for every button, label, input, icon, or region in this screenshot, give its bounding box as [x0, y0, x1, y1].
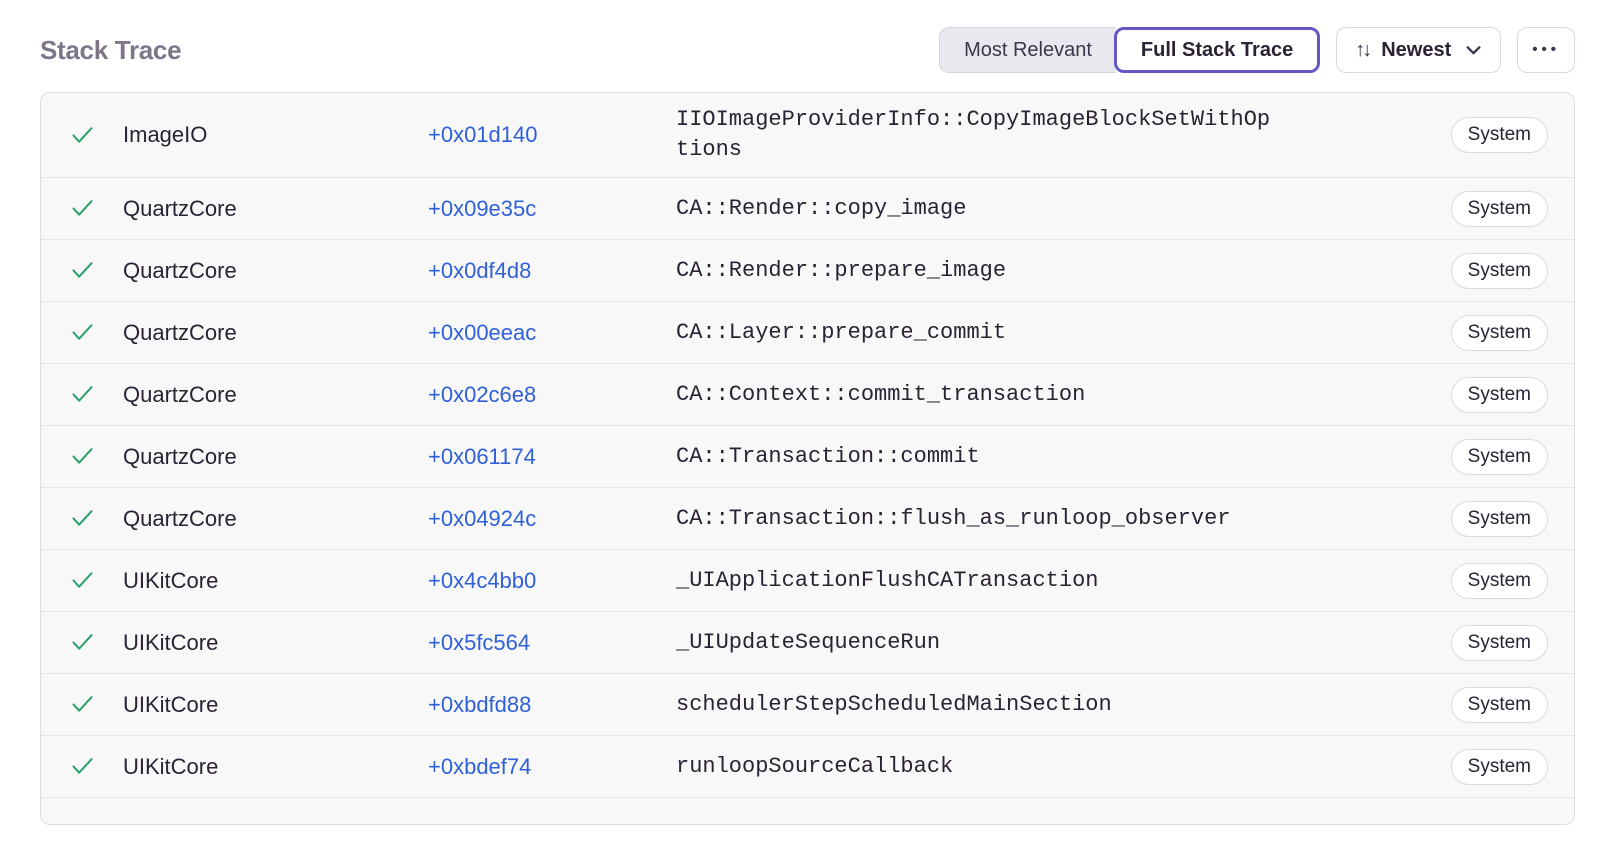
- badge-wrap: System: [1450, 624, 1574, 661]
- sort-newest-dropdown[interactable]: ↑↓ Newest: [1336, 27, 1502, 73]
- stack-trace-table: ImageIO +0x01d140 IIOImageProviderInfo::…: [40, 92, 1575, 825]
- frame-address-link[interactable]: +0x061174: [428, 443, 536, 469]
- badge-wrap: System: [1450, 500, 1574, 537]
- frame-function: IIOImageProviderInfo::CopyImageBlockSetW…: [676, 107, 1271, 162]
- stack-frame-row[interactable]: UIKitCore +0xbdfd88 schedulerStepSchedul…: [41, 674, 1574, 736]
- check-icon: [41, 443, 123, 470]
- stack-frame-row[interactable]: UIKitCore +0x4c4bb0 _UIApplicationFlushC…: [41, 550, 1574, 612]
- check-icon: [41, 753, 123, 780]
- frame-function: runloopSourceCallback: [676, 753, 954, 779]
- frame-module: UIKitCore: [123, 753, 219, 779]
- system-badge: System: [1450, 686, 1548, 723]
- check-icon: [41, 257, 123, 284]
- frame-module: QuartzCore: [123, 381, 237, 407]
- check-icon: [41, 319, 123, 346]
- check-icon: [41, 629, 123, 656]
- check-icon: [41, 567, 123, 594]
- badge-wrap: System: [1450, 686, 1574, 723]
- stack-frame-row[interactable]: QuartzCore +0x061174 CA::Transaction::co…: [41, 426, 1574, 488]
- most-relevant-button[interactable]: Most Relevant: [939, 27, 1116, 73]
- frame-address-link[interactable]: +0x01d140: [428, 122, 538, 147]
- check-icon: [41, 505, 123, 532]
- stack-frame-row[interactable]: QuartzCore +0x00eeac CA::Layer::prepare_…: [41, 302, 1574, 364]
- check-icon: [41, 122, 123, 149]
- frame-address-link[interactable]: +0x04924c: [428, 505, 537, 531]
- badge-wrap: System: [1450, 252, 1574, 289]
- system-badge: System: [1450, 624, 1548, 661]
- frame-function: _UIApplicationFlushCATransaction: [676, 567, 1099, 593]
- badge-wrap: System: [1450, 376, 1574, 413]
- system-badge: System: [1450, 376, 1548, 413]
- stack-trace-header: Stack Trace Most Relevant Full Stack Tra…: [40, 27, 1575, 73]
- full-stack-trace-button[interactable]: Full Stack Trace: [1113, 27, 1321, 73]
- stack-frame-row[interactable]: QuartzCore +0x04924c CA::Transaction::fl…: [41, 488, 1574, 550]
- frame-address-link[interactable]: +0xbdef74: [428, 753, 532, 779]
- sort-label: Newest: [1381, 38, 1452, 61]
- badge-wrap: System: [1450, 438, 1574, 475]
- system-badge: System: [1450, 190, 1548, 227]
- frame-address-link[interactable]: +0x00eeac: [428, 319, 537, 345]
- stack-frame-row[interactable]: QuartzCore +0x0df4d8 CA::Render::prepare…: [41, 240, 1574, 302]
- ellipsis-icon: •••: [1532, 40, 1560, 58]
- system-badge: System: [1450, 314, 1548, 351]
- stack-frame-row[interactable]: ImageIO +0x01d140 IIOImageProviderInfo::…: [41, 93, 1574, 178]
- frame-function: CA::Transaction::commit: [676, 443, 980, 469]
- stack-frame-row[interactable]: QuartzCore +0x09e35c CA::Render::copy_im…: [41, 178, 1574, 240]
- system-badge: System: [1450, 748, 1548, 785]
- system-badge: System: [1450, 562, 1548, 599]
- frame-module: QuartzCore: [123, 257, 237, 283]
- stack-frame-row[interactable]: UIKitCore +0xbdef74 runloopSourceCallbac…: [41, 736, 1574, 798]
- frame-module: QuartzCore: [123, 319, 237, 345]
- frame-function: schedulerStepScheduledMainSection: [676, 691, 1112, 717]
- frame-module: UIKitCore: [123, 567, 219, 593]
- badge-wrap: System: [1450, 190, 1574, 227]
- frame-address-link[interactable]: +0x5fc564: [428, 629, 531, 655]
- badge-wrap: System: [1450, 117, 1574, 153]
- frame-module: QuartzCore: [123, 505, 237, 531]
- frame-module: UIKitCore: [123, 691, 219, 717]
- stack-frame-row[interactable]: QuartzCore +0x02c6e8 CA::Context::commit…: [41, 364, 1574, 426]
- chevron-down-icon: [1466, 45, 1481, 54]
- more-options-button[interactable]: •••: [1517, 27, 1575, 73]
- system-badge: System: [1450, 252, 1548, 289]
- frame-module: ImageIO: [123, 122, 208, 147]
- badge-wrap: System: [1450, 748, 1574, 785]
- frame-address-link[interactable]: +0x02c6e8: [428, 381, 537, 407]
- frame-function: CA::Render::copy_image: [676, 195, 967, 221]
- toolbar: Most Relevant Full Stack Trace ↑↓ Newest…: [939, 27, 1575, 73]
- system-badge: System: [1450, 500, 1548, 537]
- frame-function: CA::Transaction::flush_as_runloop_observ…: [676, 505, 1231, 531]
- system-badge: System: [1450, 117, 1548, 153]
- frame-address-link[interactable]: +0xbdfd88: [428, 691, 532, 717]
- system-badge: System: [1450, 438, 1548, 475]
- sort-arrows-icon: ↑↓: [1355, 38, 1372, 61]
- frame-address-link[interactable]: +0x0df4d8: [428, 257, 532, 283]
- frame-function: CA::Layer::prepare_commit: [676, 319, 1007, 345]
- check-icon: [41, 691, 123, 718]
- frame-address-link[interactable]: +0x09e35c: [428, 195, 537, 221]
- frame-module: QuartzCore: [123, 195, 237, 221]
- check-icon: [41, 195, 123, 222]
- badge-wrap: System: [1450, 314, 1574, 351]
- badge-wrap: System: [1450, 562, 1574, 599]
- view-toggle: Most Relevant Full Stack Trace: [939, 27, 1321, 73]
- frame-function: CA::Render::prepare_image: [676, 257, 1007, 283]
- page-title: Stack Trace: [40, 34, 182, 65]
- frame-module: QuartzCore: [123, 443, 237, 469]
- frame-function: _UIUpdateSequenceRun: [676, 629, 941, 655]
- check-icon: [41, 381, 123, 408]
- frame-function: CA::Context::commit_transaction: [676, 381, 1086, 407]
- stack-frame-row[interactable]: UIKitCore +0x5fc564 _UIUpdateSequenceRun…: [41, 612, 1574, 674]
- frame-address-link[interactable]: +0x4c4bb0: [428, 567, 537, 593]
- frame-module: UIKitCore: [123, 629, 219, 655]
